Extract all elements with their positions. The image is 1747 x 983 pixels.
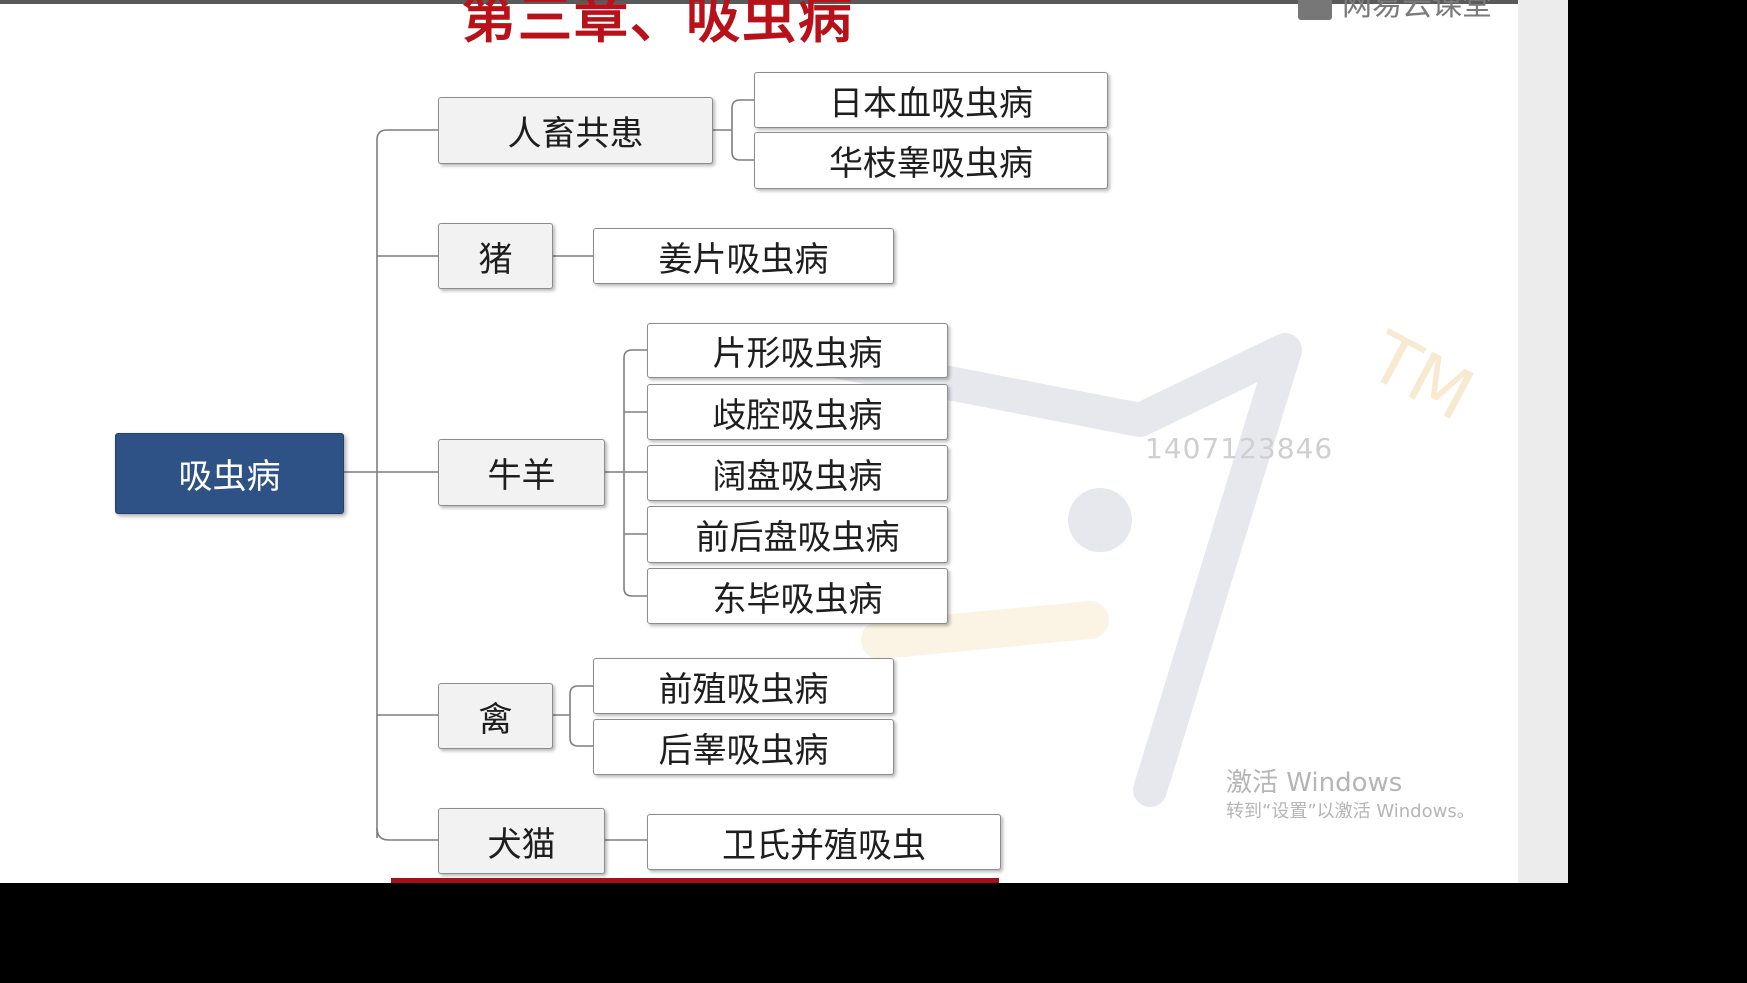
leaf-node: 后睾吸虫病 (593, 719, 894, 775)
leaf-node: 卫氏并殖吸虫 (647, 814, 1001, 870)
root-node: 吸虫病 (115, 433, 344, 514)
connector-lines (343, 99, 754, 841)
brand-logo: 网易云课堂 (1298, 0, 1492, 24)
activate-windows-title: 激活 Windows (1226, 768, 1403, 798)
leaf-node: 前殖吸虫病 (593, 658, 894, 714)
slide: TM 第三章、吸虫病 网易云课堂 1407123846 (0, 0, 1568, 883)
branch-zoonotic: 人畜共患 (438, 97, 713, 164)
leaf-node: 歧腔吸虫病 (647, 384, 948, 440)
leaf-node: 姜片吸虫病 (593, 228, 894, 284)
activate-windows-hint: 转到“设置”以激活 Windows。 (1226, 801, 1475, 822)
top-bar (0, 0, 1568, 4)
leaf-node: 东毕吸虫病 (647, 568, 948, 624)
leaf-node: 阔盘吸虫病 (647, 445, 948, 501)
watermark-number: 1407123846 (1145, 432, 1334, 465)
branch-pig: 猪 (438, 223, 553, 289)
classroom-icon (1298, 0, 1332, 20)
bottom-accent-line (391, 878, 999, 883)
leaf-node: 片形吸虫病 (647, 323, 948, 378)
slide-title: 第三章、吸虫病 (462, 0, 854, 50)
branch-poultry: 禽 (438, 683, 553, 749)
leaf-node: 前后盘吸虫病 (647, 506, 948, 563)
leaf-node: 华枝睾吸虫病 (754, 132, 1108, 189)
branch-cattle-sheep: 牛羊 (438, 439, 605, 506)
branch-dog-cat: 犬猫 (438, 808, 605, 874)
brand-name: 网易云课堂 (1342, 0, 1492, 23)
leaf-node: 日本血吸虫病 (754, 72, 1108, 128)
right-margin-strip (1518, 0, 1568, 883)
